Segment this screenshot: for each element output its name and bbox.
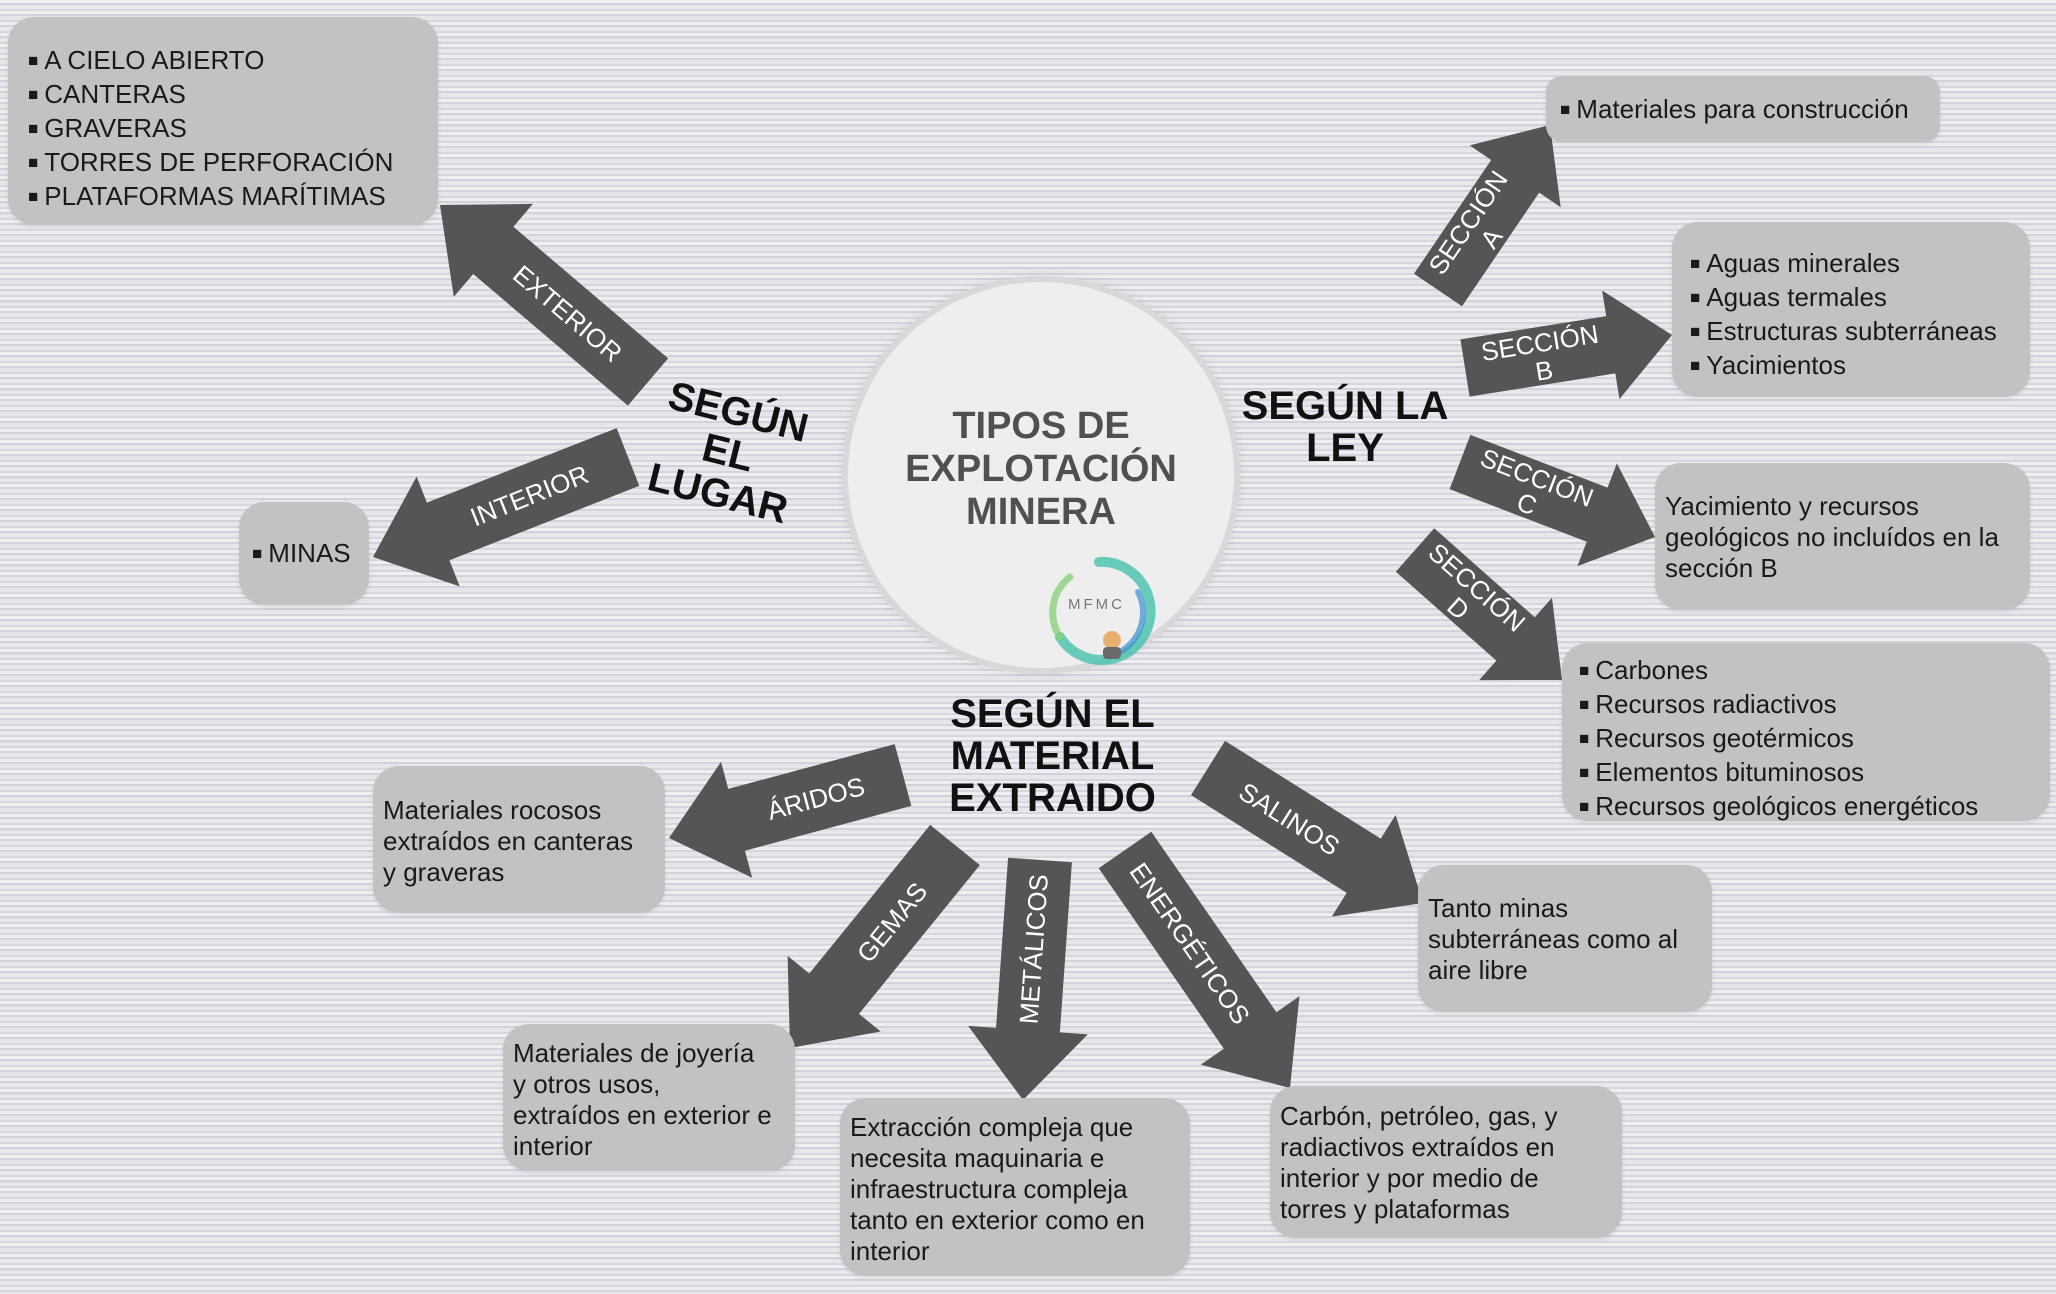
box-aridos: Materiales rocosos extraídos en canteras… (373, 766, 665, 913)
list-interior: MINAS (252, 538, 369, 572)
list-item: Aguas minerales (1690, 248, 2030, 282)
box-seccion-c: Yacimiento y recursos geológicos no incl… (1655, 463, 2030, 610)
heading-segun-la-ley: SEGÚN LA LEY (1241, 384, 1449, 470)
arrow-label-energeticos: ENERGÉTICOS (1124, 857, 1256, 1030)
list-seccion-a: Materiales para construcción (1560, 94, 1940, 128)
text-energeticos: Carbón, petróleo, gas, y radiactivos ext… (1280, 1101, 1558, 1224)
list-item: MINAS (252, 538, 369, 572)
list-item: GRAVERAS (28, 113, 438, 147)
box-energeticos: Carbón, petróleo, gas, y radiactivos ext… (1270, 1086, 1622, 1238)
arrow-shape (1460, 290, 1673, 400)
list-item: Yacimientos (1690, 350, 2030, 384)
list-seccion-b: Aguas minerales Aguas termales Estructur… (1690, 248, 2030, 384)
list-item: Carbones (1579, 655, 2050, 689)
list-item: Recursos geotérmicos (1579, 723, 2050, 757)
center-node (842, 276, 1240, 674)
arrow-metalicos: METÁLICOS (968, 857, 1088, 1100)
list-item: Materiales para construcción (1560, 94, 1940, 128)
logo-mfmc-icon (1049, 556, 1156, 665)
arrow-aridos: ÁRIDOS (669, 744, 912, 878)
list-item: TORRES DE PERFORACIÓN (28, 147, 438, 181)
heading-segun-el-material: SEGÚN EL MATERIAL EXTRAIDO (949, 692, 1156, 820)
arrow-shape (372, 428, 640, 587)
arrow-seccion-b: SECCIÓNB (1460, 290, 1673, 400)
text-metalicos: Extracción compleja que necesita maquina… (850, 1112, 1145, 1266)
text-gemas: Materiales de joyería y otros usos, extr… (513, 1038, 772, 1161)
text-salinos: Tanto minas subterráneas como al aire li… (1428, 893, 1679, 985)
box-seccion-b: Aguas minerales Aguas termales Estructur… (1672, 222, 2030, 397)
box-gemas: Materiales de joyería y otros usos, extr… (503, 1024, 795, 1171)
box-metalicos: Extracción compleja que necesita maquina… (840, 1098, 1190, 1276)
box-salinos: Tanto minas subterráneas como al aire li… (1418, 865, 1712, 1012)
box-interior: MINAS (239, 502, 369, 605)
arrow-shape (440, 203, 669, 406)
arrow-shape (1449, 434, 1656, 567)
arrow-salinos: SALINOS (1190, 740, 1423, 917)
list-seccion-d: Carbones Recursos radiactivos Recursos g… (1579, 655, 2050, 825)
list-item: Recursos radiactivos (1579, 689, 2050, 723)
box-seccion-a: Materiales para construcción (1546, 76, 1940, 142)
list-item: Aguas termales (1690, 282, 2030, 316)
list-item: CANTERAS (28, 79, 438, 113)
text-aridos: Materiales rocosos extraídos en canteras… (383, 795, 634, 887)
arrow-shape (968, 857, 1088, 1100)
list-item: PLATAFORMAS MARÍTIMAS (28, 181, 438, 215)
center-title: TIPOS DE EXPLOTACIÓN MINERA (905, 405, 1177, 533)
list-item: Elementos bituminosos (1579, 757, 2050, 791)
arrow-interior: INTERIOR (372, 428, 640, 587)
list-item: A CIELO ABIERTO (28, 45, 438, 79)
arrow-shape (1098, 831, 1300, 1088)
logo-text: MFMC (1068, 596, 1125, 613)
arrow-shape (669, 744, 912, 878)
box-exterior: A CIELO ABIERTO CANTERAS GRAVERAS TORRES… (8, 17, 438, 225)
arrow-shape (1395, 528, 1562, 681)
list-exterior: A CIELO ABIERTO CANTERAS GRAVERAS TORRES… (28, 45, 438, 215)
text-seccion-c: Yacimiento y recursos geológicos no incl… (1665, 491, 1999, 583)
arrow-shape (787, 824, 980, 1049)
list-item: Estructuras subterráneas (1690, 316, 2030, 350)
box-seccion-d: Carbones Recursos radiactivos Recursos g… (1562, 643, 2050, 821)
arrow-shape (1190, 740, 1423, 917)
list-item: Recursos geológicos energéticos (1579, 791, 2050, 825)
arrow-shape (1414, 124, 1561, 307)
arrow-seccion-c: SECCIÓNC (1449, 434, 1656, 567)
